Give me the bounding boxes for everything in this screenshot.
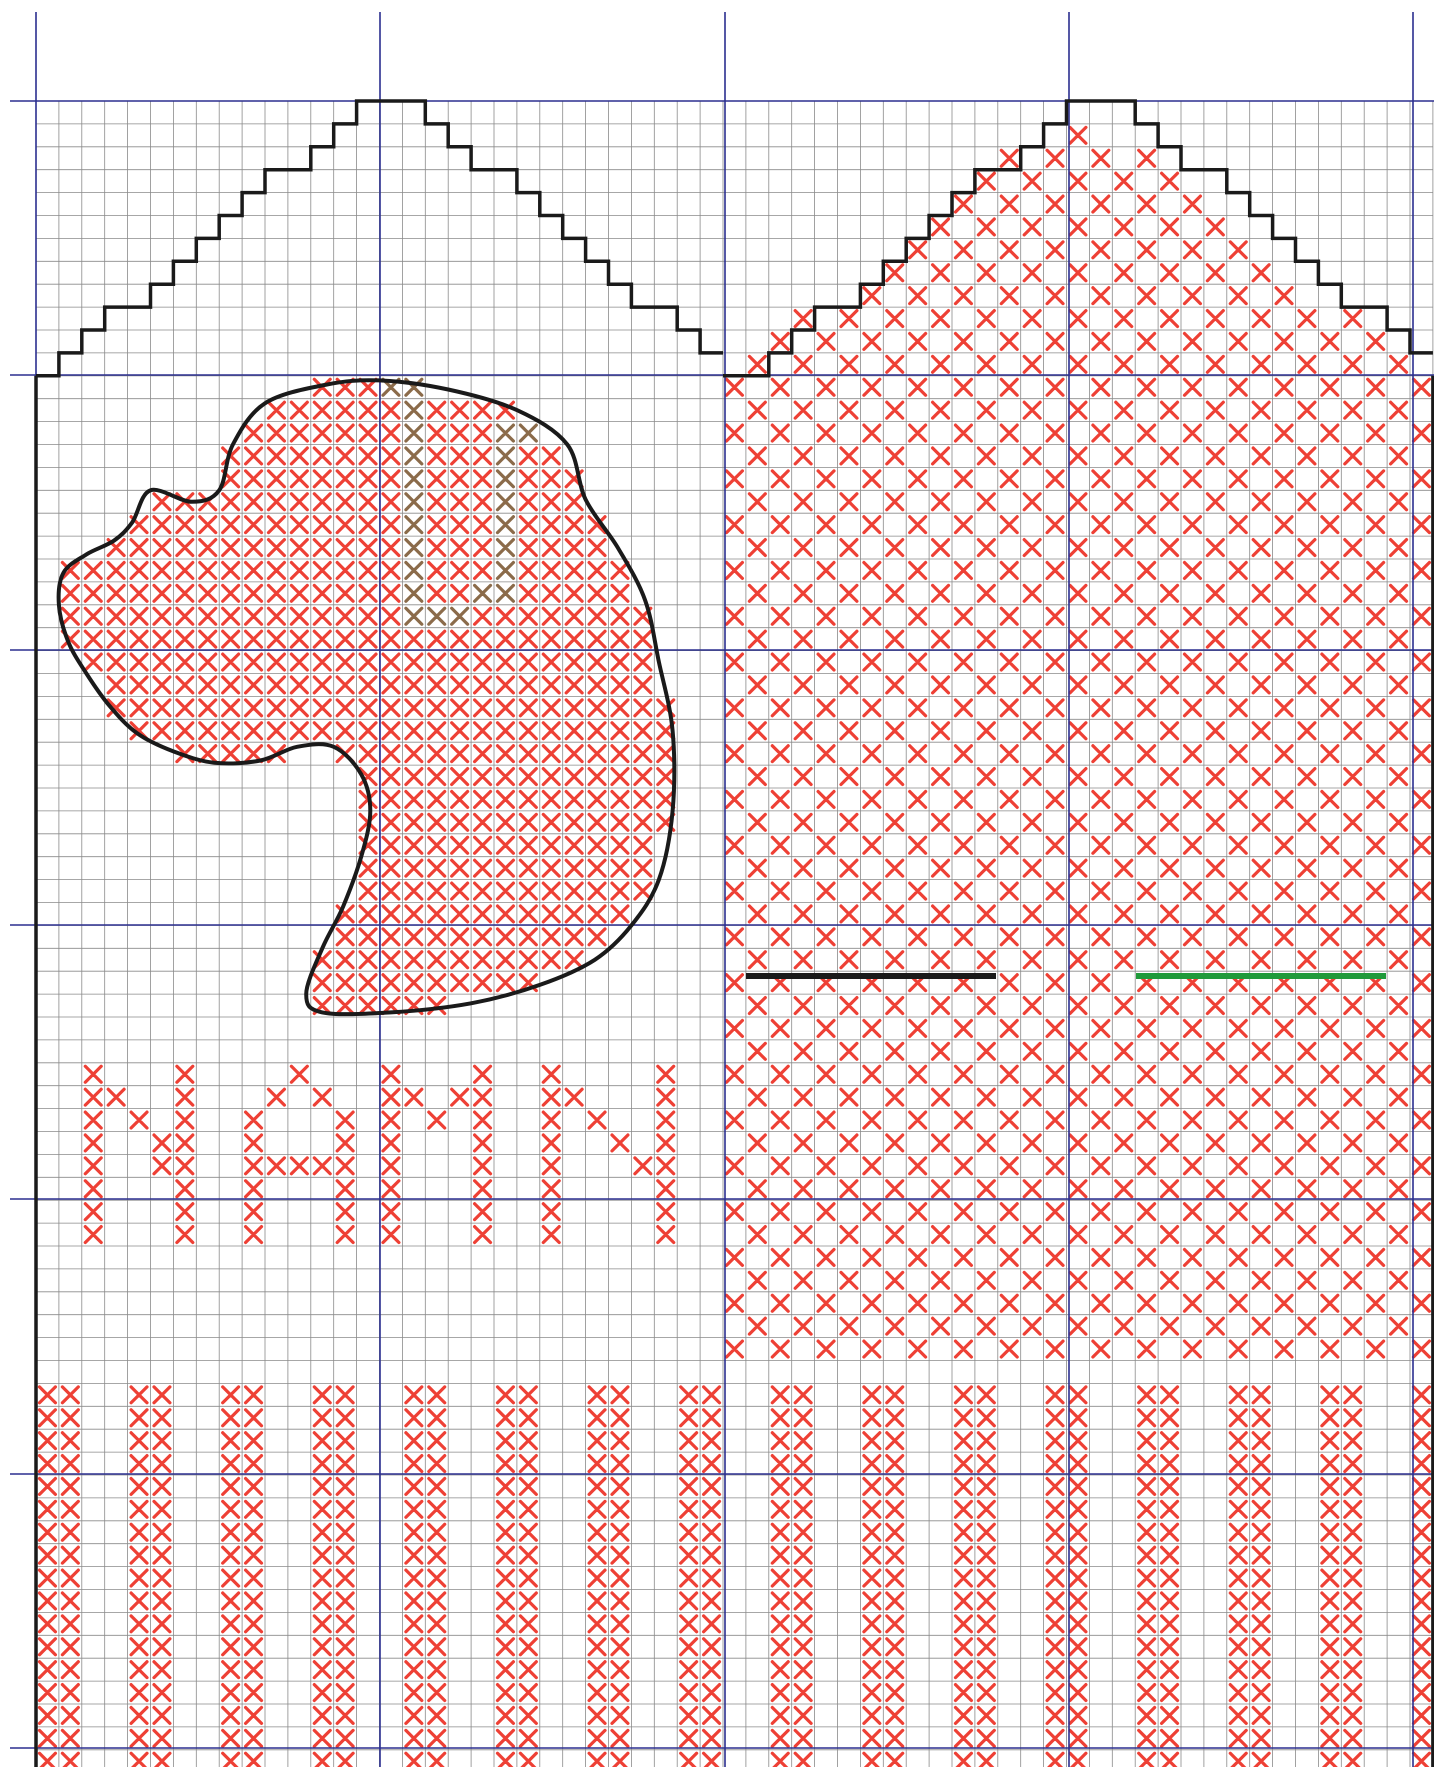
- mitten-chart-svg: [0, 0, 1434, 1767]
- knitting-chart: [0, 0, 1434, 1767]
